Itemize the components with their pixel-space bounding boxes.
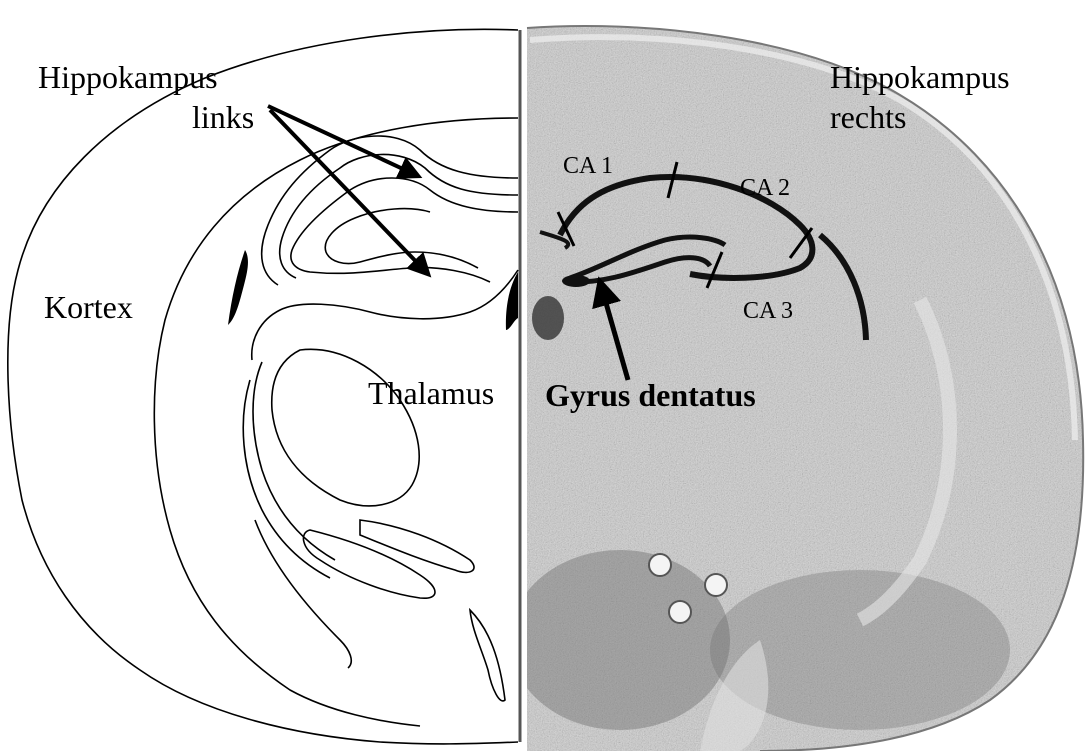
hippocampus-band-2 [280, 154, 518, 278]
label-ca2: CA 2 [740, 175, 790, 201]
lower-structure-3 [360, 520, 474, 572]
hippocampus-inner-loop [325, 209, 478, 268]
lower-structure-1 [255, 520, 351, 668]
cortex-inner-boundary [154, 118, 518, 726]
label-gyrus-dentatus: Gyrus dentatus [545, 377, 756, 413]
label-ca1: CA 1 [563, 153, 613, 179]
lateral-ventricle-left [228, 250, 248, 325]
lower-structure-2 [303, 530, 435, 598]
label-hippokampus-rechts-2: rechts [830, 99, 906, 135]
label-thalamus: Thalamus [368, 375, 494, 411]
vessel-hole-2 [705, 574, 727, 596]
tissue-dark-region-1 [510, 550, 730, 730]
arrow-hippo-lower [270, 110, 428, 274]
dentate-gyrus-tip [562, 275, 590, 287]
label-hippokampus-rechts-1: Hippokampus [830, 59, 1010, 95]
ventricle-medial-dark [506, 272, 518, 330]
label-hippokampus-links-2: links [192, 99, 254, 135]
vessel-hole-3 [669, 601, 691, 623]
thalamus-capsule [253, 362, 335, 560]
medial-dark-spot [532, 296, 564, 340]
label-kortex: Kortex [44, 289, 133, 325]
thalamus-outline [272, 349, 419, 506]
label-ca3: CA 3 [743, 298, 793, 324]
hippocampus-band-upper [262, 136, 518, 285]
label-hippokampus-links-1: Hippokampus [38, 59, 218, 95]
hippocampus-lower-outline [252, 270, 518, 360]
lower-structure-4 [470, 610, 505, 701]
vessel-hole-1 [649, 554, 671, 576]
